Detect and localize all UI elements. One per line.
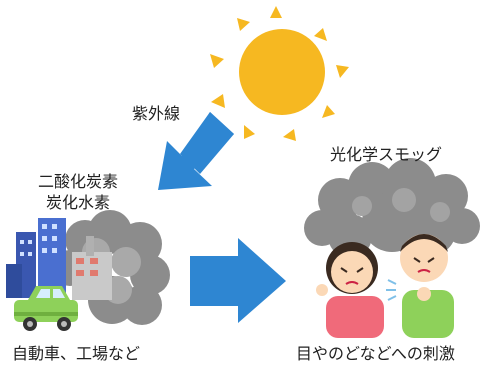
gases-label-line2: 炭化水素 — [46, 193, 111, 212]
smog-label: 光化学スモッグ — [330, 145, 443, 164]
source-label: 自動車、工場など — [12, 344, 141, 363]
gases-label-line1: 二酸化炭素 — [38, 172, 119, 191]
uv-label: 紫外線 — [132, 104, 181, 123]
effect-label: 目やのどなどへの刺激 — [296, 344, 455, 363]
